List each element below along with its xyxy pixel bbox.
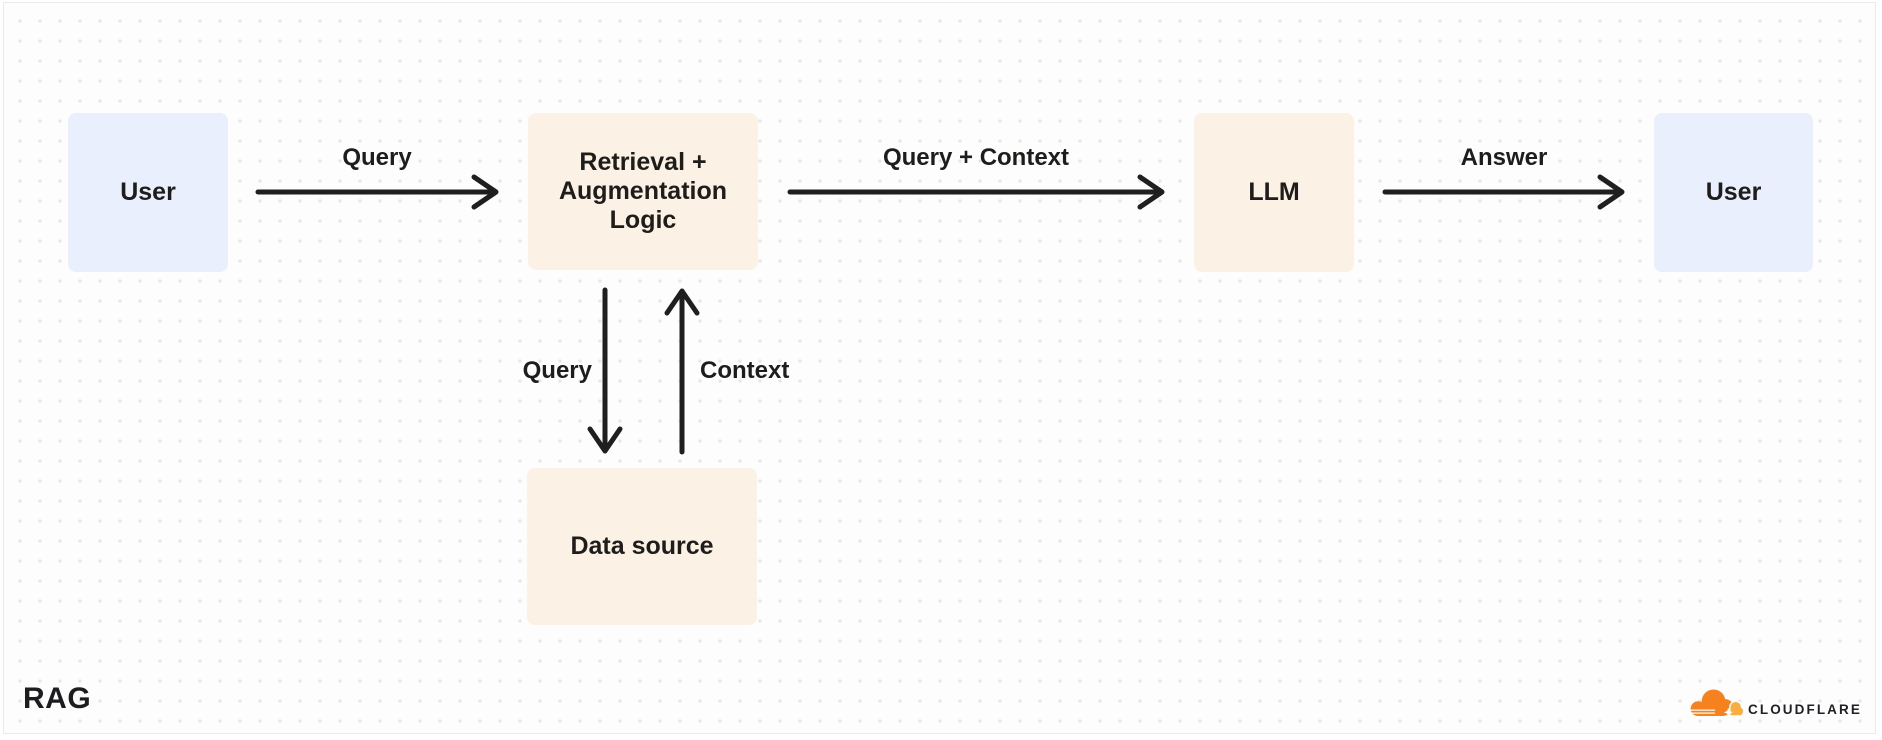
node-retrieval-augmentation-logic: Retrieval + Augmentation Logic (528, 113, 758, 270)
diagram-title: RAG (23, 682, 92, 715)
cloudflare-logo: CLOUDFLARE (1688, 687, 1862, 719)
node-user-right: User (1654, 113, 1813, 272)
node-data-source: Data source (527, 468, 757, 625)
node-user-right-label: User (1705, 178, 1762, 206)
node-user-left: User (68, 113, 228, 272)
dotted-canvas (3, 2, 1876, 734)
cloudflare-wordmark: CLOUDFLARE (1748, 701, 1862, 717)
edge-label-query-user-to-retrieval: Query (342, 144, 412, 171)
edge-label-context: Context (700, 357, 790, 384)
node-llm-label: LLM (1248, 178, 1300, 206)
node-user-left-label: User (120, 178, 176, 206)
edge-label-answer: Answer (1460, 144, 1548, 171)
edge-label-query-retrieval-to-datasource: Query (522, 357, 592, 384)
cloudflare-cloud-icon (1689, 689, 1745, 717)
node-retrieval-label: Retrieval + Augmentation Logic (558, 148, 728, 234)
node-data-source-label: Data source (570, 532, 714, 560)
node-llm: LLM (1194, 113, 1354, 272)
edge-label-query-plus-context: Query + Context (882, 144, 1070, 171)
